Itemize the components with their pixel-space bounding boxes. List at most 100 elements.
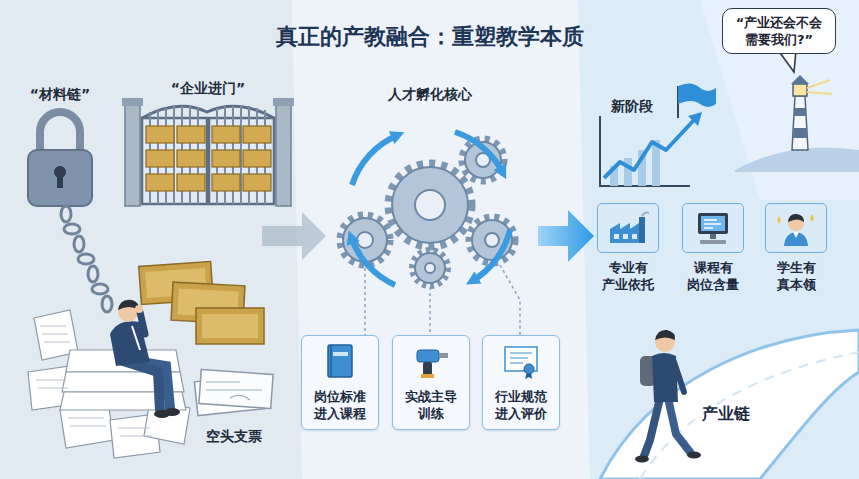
outcome-icon-box: 专业有 产业依托 [590,203,666,293]
paper-pile [28,310,190,458]
illustration-part [146,126,174,143]
illustration-part [774,208,818,248]
illustration-part [122,98,143,106]
illustration-part [352,135,398,185]
illustration-part [146,126,271,191]
road [600,330,859,479]
arrow-left-to-middle [262,212,326,260]
illustration-part [57,174,63,188]
illustration-part [624,158,632,186]
illustration-part [364,268,366,336]
illustration-part [578,0,859,479]
text-label: “企业进门” [150,80,266,98]
illustration-part [635,456,649,463]
illustration-part [423,362,432,375]
outcome-icon-box: 学生有 真本领 [758,203,834,293]
process-card: 行业规范 进入评价 [482,335,560,430]
illustration-part [788,214,804,222]
illustration-part [146,174,174,191]
illustration-part [439,353,448,358]
illustration-part [330,345,332,377]
illustration-part [807,80,832,94]
illustration-part [212,150,240,167]
illustration-part [273,98,294,106]
illustration-part [92,284,108,294]
card-icon [320,342,360,384]
illustration-part [28,150,92,206]
illustration-part [455,132,503,173]
illustration-part [392,167,468,243]
illustration-part [411,342,451,380]
illustration-part [202,314,258,338]
dotted-leaders [365,265,520,336]
text-label: 空头支票 [184,428,284,446]
illustration-part [644,398,660,456]
illustration-part [524,364,534,374]
illustration-part [704,220,721,228]
illustration-part [688,112,702,126]
illustration-part [212,174,240,191]
illustration-part [698,213,728,234]
illustration-part [389,164,471,246]
illustration-part [668,398,690,452]
illustration-part [640,352,859,479]
illustration-part [429,287,431,336]
illustration-part [710,234,716,239]
illustration-part [655,330,675,340]
illustration-part [0,0,302,479]
process-card: 岗位标准 进入课程 [301,335,379,430]
sitting-man [110,300,180,418]
illustration-part [199,370,273,409]
node-text: 实战主导 训练 [397,388,465,422]
illustration-part [412,250,448,286]
process-card: 实战主导 训练 [392,335,470,430]
illustration-part [74,236,84,252]
illustration-part [642,212,649,216]
illustration-part [276,104,291,206]
lighthouse [735,75,859,172]
illustration-part [320,342,360,380]
illustration-part [140,312,145,334]
text-label: 人才孵化核心 [370,86,490,104]
illustration-part [472,230,510,281]
card-icon [501,342,541,384]
illustration-part [425,263,435,273]
node-text: 课程有 岗位含量 [675,259,751,293]
illustration-part [632,234,637,239]
illustration-part [177,126,205,143]
illustration-part [333,352,348,356]
illustration-part [243,126,271,143]
walking-student [635,330,701,463]
illustration-part [135,305,143,313]
illustration-part [243,150,271,167]
card-icon [411,342,451,384]
icon-square [682,203,744,253]
illustration-part [792,96,808,150]
illustration-part [793,128,807,138]
illustration-part [357,232,373,248]
text-label: “材料链” [8,86,112,104]
illustration-part [421,374,434,378]
illustration-part [142,106,274,118]
illustration-part [700,240,726,244]
node-text: “产业还会不会 需要我们?” [729,14,829,48]
illustration-part [88,266,98,282]
illustration-part [177,150,205,167]
node-text: 行业规范 进入评价 [487,388,555,422]
illustration-part [262,212,326,260]
illustration-part [212,126,240,143]
illustration-part [510,353,532,363]
outcome-icon-box: 课程有 岗位含量 [675,203,751,293]
icon-square [765,203,827,253]
illustration-part [132,326,140,350]
cycle-arrows [351,132,510,285]
illustration-part [691,209,735,247]
node-text: 岗位标准 进入课程 [306,388,374,422]
illustration-part [791,75,809,84]
illustration-part [196,308,264,344]
node-text: 产业链 [688,404,764,425]
illustration-part [500,265,520,336]
illustration-part [40,112,80,152]
illustration-part [687,452,701,459]
